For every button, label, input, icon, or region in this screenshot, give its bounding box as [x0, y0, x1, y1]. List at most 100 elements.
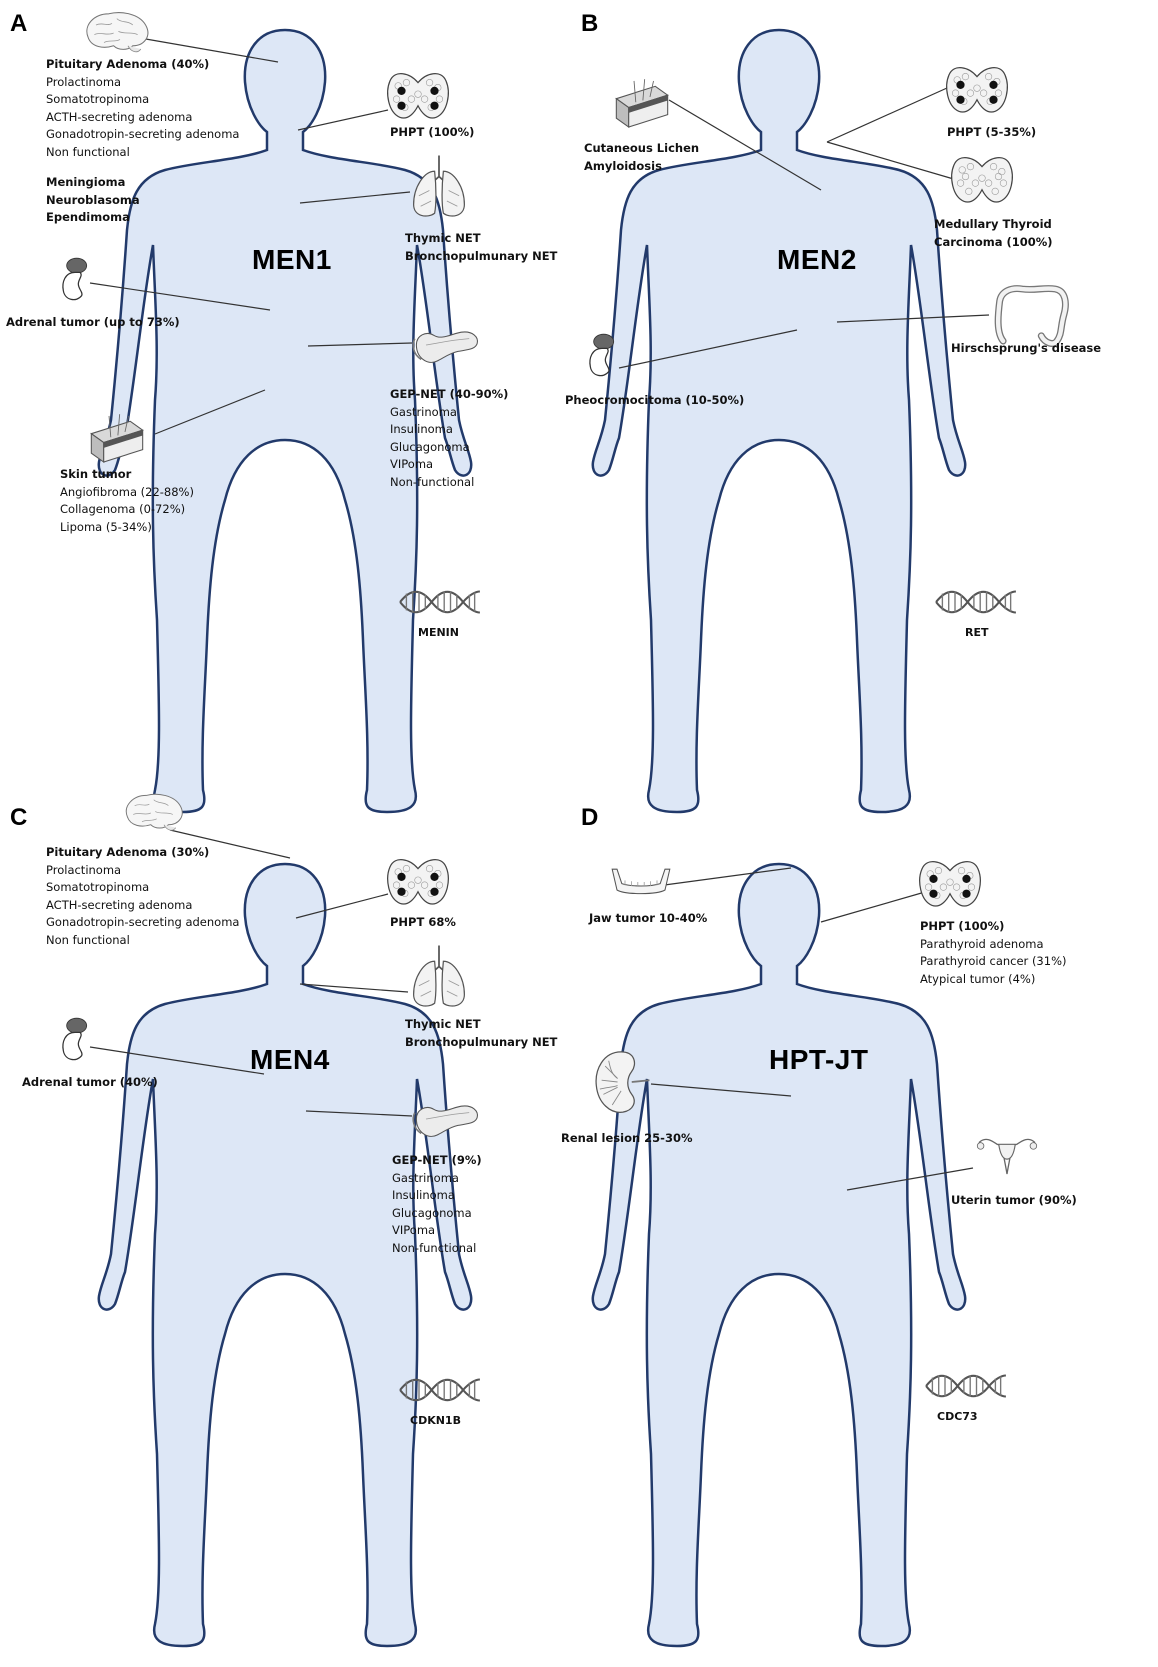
thyroid-icon: [917, 854, 983, 912]
cns-item: Ependimoma: [46, 209, 140, 227]
gene-label: MENIN: [418, 626, 459, 639]
phpt-label: PHPT (100%) Parathyroid adenoma Parathyr…: [920, 918, 1066, 988]
skin-icon: [611, 74, 673, 134]
pituitary-item: Non functional: [46, 932, 239, 950]
syndrome-title: MEN1: [252, 244, 332, 276]
pituitary-heading: Pituitary Adenoma (30%): [46, 844, 239, 862]
cutaneous-label: Cutaneous Lichen Amyloidosis: [584, 140, 699, 175]
pituitary-item: ACTH-secreting adenoma: [46, 109, 239, 127]
kidney-icon: [58, 1014, 92, 1064]
kidney-icon: [585, 330, 619, 380]
thyroid-icon: [385, 852, 451, 910]
pituitary-item: Prolactinoma: [46, 74, 239, 92]
pituitary-item: Non functional: [46, 144, 239, 162]
gepnet-heading: GEP-NET (40-90%): [390, 386, 508, 404]
pituitary-item: ACTH-secreting adenoma: [46, 897, 239, 915]
gepnet-item: Glucagonoma: [392, 1205, 482, 1223]
body-silhouette: [0, 834, 579, 1667]
body-silhouette: [579, 834, 1158, 1667]
thyroid-icon: [949, 150, 1015, 208]
gepnet-item: Gastrinoma: [392, 1170, 482, 1188]
gepnet-item: Non-functional: [392, 1240, 482, 1258]
renal-lesion-label: Renal lesion 25-30%: [561, 1130, 692, 1148]
cns-item: Neuroblasoma: [46, 192, 140, 210]
pituitary-label: Pituitary Adenoma (40%) Prolactinoma Som…: [46, 56, 239, 161]
pituitary-heading: Pituitary Adenoma (40%): [46, 56, 239, 74]
dna-icon: [934, 586, 1018, 618]
jaw-tumor-label: Jaw tumor 10-40%: [589, 910, 707, 928]
medullary-item: Carcinoma (100%): [934, 234, 1053, 252]
panel-men2: B MEN2 Cutaneous Lichen Amyloidosis PHPT…: [579, 0, 1158, 833]
phpt-label: PHPT 68%: [390, 914, 456, 932]
hirschsprung-label: Hirschsprung's disease: [951, 340, 1101, 358]
phpt-item: Parathyroid cancer (31%): [920, 953, 1066, 971]
gepnet-item: VIPoma: [390, 456, 508, 474]
renal-icon: [591, 1046, 653, 1118]
pituitary-item: Gonadotropin-secreting adenoma: [46, 126, 239, 144]
skin-heading: Skin tumor: [60, 466, 194, 484]
adrenal-label: Adrenal tumor (40%): [22, 1074, 158, 1092]
gepnet-item: Gastrinoma: [390, 404, 508, 422]
brain-icon: [80, 8, 152, 58]
dna-icon: [398, 1374, 482, 1406]
thymic-item: Thymic NET: [405, 1016, 557, 1034]
panel-men4: C MEN4 Pituitary Adenoma (30%) Prolactin…: [0, 834, 579, 1667]
lungs-icon: [408, 152, 470, 222]
panel-letter: B: [581, 10, 598, 38]
jaw-icon: [609, 862, 673, 902]
skin-item: Angiofibroma (22-88%): [60, 484, 194, 502]
thymic-label: Thymic NET Bronchopulmunary NET: [405, 1016, 557, 1051]
thymic-item: Thymic NET: [405, 230, 557, 248]
kidney-icon: [58, 254, 92, 304]
thyroid-icon: [385, 66, 451, 124]
cns-item: Meningioma: [46, 174, 140, 192]
adrenal-label: Adrenal tumor (up to 73%): [6, 314, 180, 332]
pancreas-icon: [410, 1094, 482, 1144]
syndrome-title: HPT-JT: [769, 1044, 868, 1076]
syndrome-title: MEN4: [250, 1044, 330, 1076]
gepnet-heading: GEP-NET (9%): [392, 1152, 482, 1170]
phpt-heading: PHPT (100%): [920, 918, 1066, 936]
cutaneous-item: Cutaneous Lichen: [584, 140, 699, 158]
gepnet-label: GEP-NET (40-90%) Gastrinoma Insulinoma G…: [390, 386, 508, 491]
gepnet-item: Insulinoma: [392, 1187, 482, 1205]
pituitary-item: Somatotropinoma: [46, 879, 239, 897]
thymic-item: Bronchopulmunary NET: [405, 1034, 557, 1052]
panel-hptjt: D HPT-JT Jaw tumor 10-40% PHPT (100%) Pa…: [579, 834, 1158, 1667]
panel-men1: A MEN1 Pituitary Adenoma (40%) Prolactin…: [0, 0, 579, 833]
skin-item: Lipoma (5-34%): [60, 519, 194, 537]
medullary-label: Medullary Thyroid Carcinoma (100%): [934, 216, 1053, 251]
phpt-item: Parathyroid adenoma: [920, 936, 1066, 954]
thyroid-icon: [944, 60, 1010, 118]
thymic-item: Bronchopulmunary NET: [405, 248, 557, 266]
pituitary-item: Gonadotropin-secreting adenoma: [46, 914, 239, 932]
uterine-tumor-label: Uterin tumor (90%): [951, 1192, 1077, 1210]
phpt-item: Atypical tumor (4%): [920, 971, 1066, 989]
gene-label: CDKN1B: [410, 1414, 461, 1427]
gepnet-item: Non-functional: [390, 474, 508, 492]
gepnet-item: Insulinoma: [390, 421, 508, 439]
dna-icon: [398, 586, 482, 618]
gene-label: CDC73: [937, 1410, 978, 1423]
panel-letter: C: [10, 804, 27, 832]
dna-icon: [924, 1370, 1008, 1402]
panel-letter: A: [10, 10, 27, 38]
gepnet-item: VIPoma: [392, 1222, 482, 1240]
cns-tumors-label: Meningioma Neuroblasoma Ependimoma: [46, 174, 140, 227]
thymic-label: Thymic NET Bronchopulmunary NET: [405, 230, 557, 265]
lungs-icon: [408, 942, 470, 1012]
phpt-label: PHPT (5-35%): [947, 124, 1036, 142]
pheo-label: Pheocromocitoma (10-50%): [565, 392, 744, 410]
brain-icon: [120, 790, 186, 836]
gene-label: RET: [965, 626, 989, 639]
skin-icon: [86, 412, 148, 466]
medullary-item: Medullary Thyroid: [934, 216, 1053, 234]
pancreas-icon: [410, 320, 482, 370]
uterus-icon: [974, 1134, 1040, 1176]
panel-letter: D: [581, 804, 598, 832]
gepnet-item: Glucagonoma: [390, 439, 508, 457]
syndrome-title: MEN2: [777, 244, 857, 276]
skin-item: Collagenoma (0-72%): [60, 501, 194, 519]
skin-tumor-label: Skin tumor Angiofibroma (22-88%) Collage…: [60, 466, 194, 536]
pituitary-label: Pituitary Adenoma (30%) Prolactinoma Som…: [46, 844, 239, 949]
